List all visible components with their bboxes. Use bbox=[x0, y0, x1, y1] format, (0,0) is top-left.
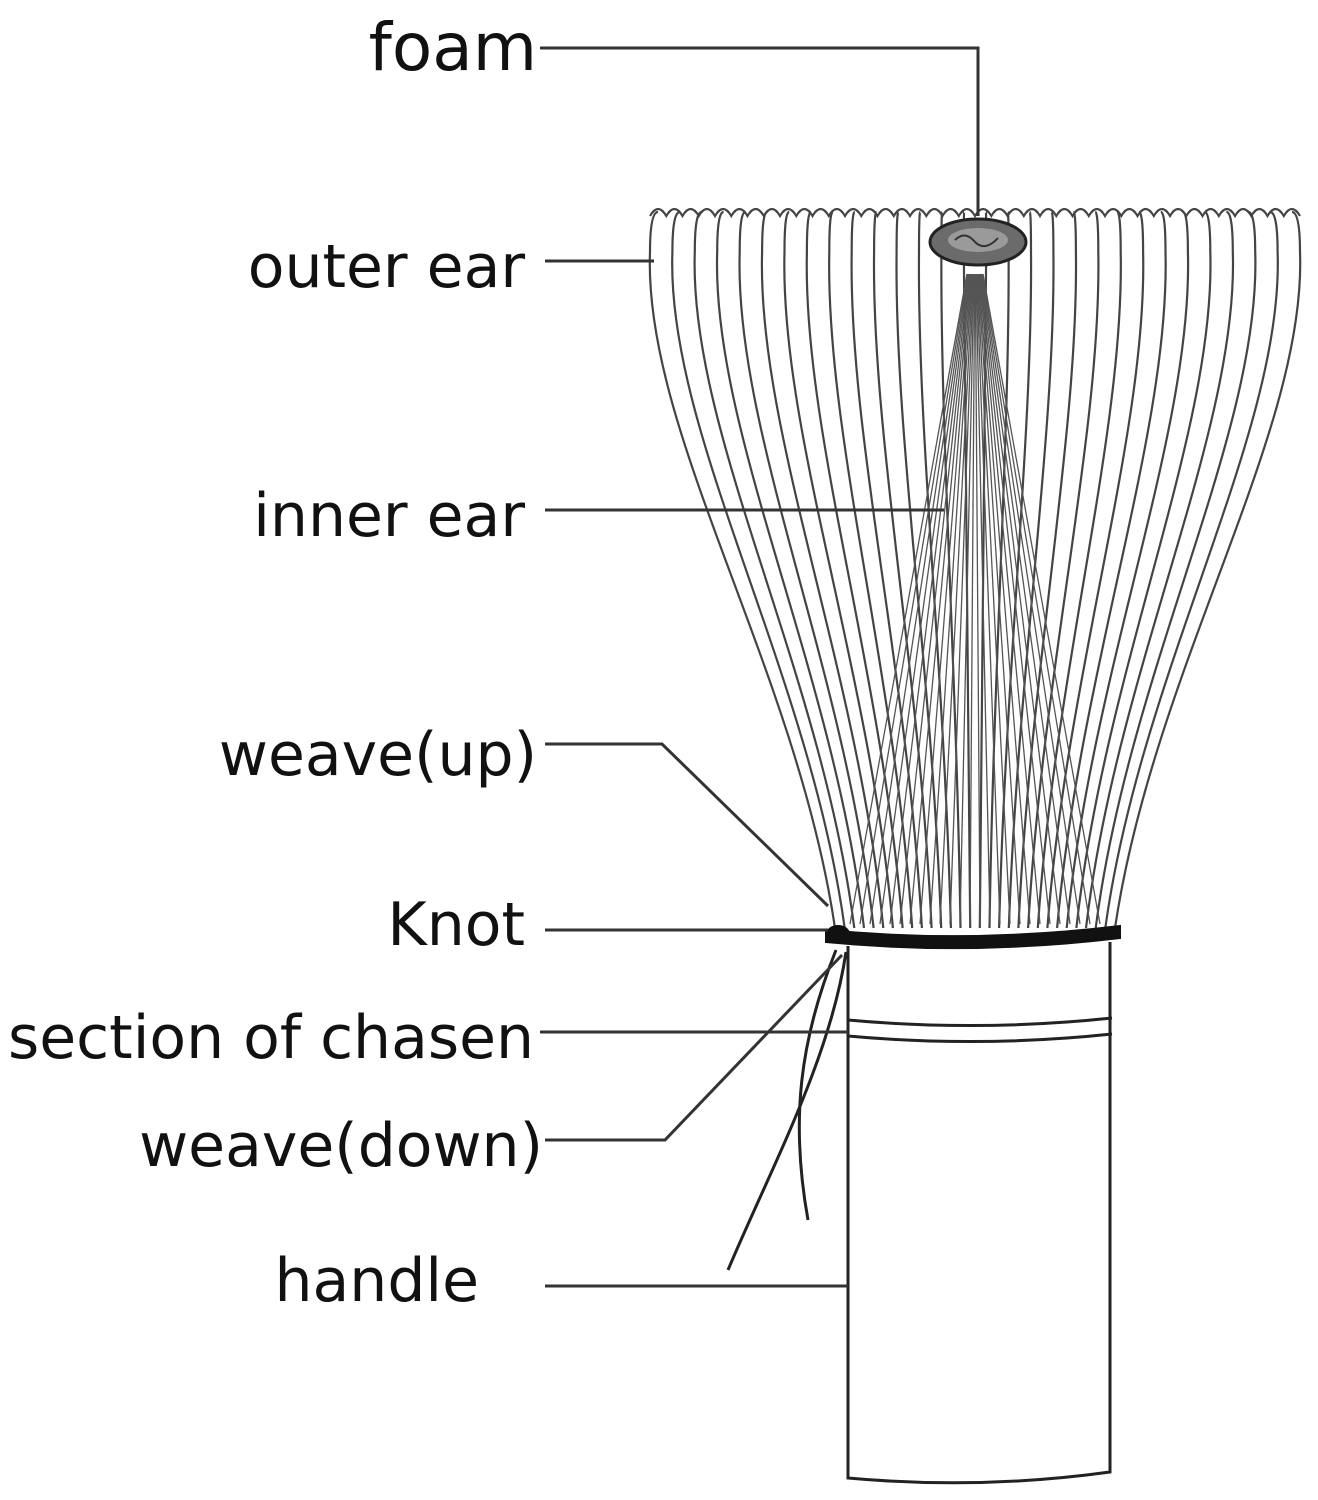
inner-tine bbox=[879, 273, 970, 925]
outer-tine bbox=[805, 210, 904, 929]
outer-tine bbox=[998, 210, 1033, 929]
outer-tine bbox=[1046, 210, 1145, 929]
inner-tine bbox=[976, 273, 1011, 925]
inner-tine bbox=[980, 273, 1071, 925]
weave-down-label: weave(down) bbox=[139, 1111, 543, 1181]
inner-tine bbox=[981, 273, 1091, 925]
inner-tine bbox=[975, 273, 1001, 925]
inner-tine bbox=[959, 273, 975, 925]
outer-tine bbox=[760, 210, 885, 929]
inner-tine bbox=[909, 273, 972, 925]
knot-label: Knot bbox=[387, 890, 525, 960]
inner-tine bbox=[969, 273, 976, 925]
inner-tine bbox=[949, 273, 975, 925]
foam-blob bbox=[928, 217, 1028, 267]
inner-tine bbox=[981, 273, 1081, 925]
outer-tine bbox=[1075, 210, 1212, 929]
weave-up-label: weave(up) bbox=[219, 720, 537, 790]
whisk-tines bbox=[648, 207, 1302, 929]
outer-tine bbox=[828, 210, 914, 929]
outer-tine bbox=[693, 210, 856, 929]
inner-tine bbox=[939, 273, 974, 925]
foam-leader bbox=[540, 46, 980, 216]
inner-tine bbox=[899, 273, 971, 925]
inner-tine bbox=[919, 273, 973, 925]
handle-body bbox=[846, 942, 1112, 1485]
inner-tine bbox=[977, 273, 1021, 925]
outer-tine bbox=[872, 210, 933, 929]
section-ring bbox=[847, 1016, 1113, 1044]
inner-tine bbox=[974, 273, 981, 925]
foam-label: foam bbox=[369, 9, 537, 86]
outer-tine bbox=[1084, 210, 1235, 929]
inner-tine bbox=[929, 273, 973, 925]
outer-tine bbox=[1094, 210, 1257, 929]
inner-tine bbox=[977, 273, 1031, 925]
inner-tine bbox=[978, 273, 1041, 925]
outer-tine bbox=[1017, 210, 1078, 929]
tine-top-curl bbox=[649, 207, 1301, 219]
knot-band bbox=[825, 924, 1121, 950]
section-label: section of chasen bbox=[8, 1003, 534, 1073]
inner-tine bbox=[889, 273, 971, 925]
weave-down-leader bbox=[545, 953, 844, 1142]
outer-tine bbox=[917, 210, 952, 929]
inner-tine bbox=[849, 273, 968, 925]
outer-ear-label: outer ear bbox=[248, 232, 526, 302]
outer-tine bbox=[715, 210, 866, 929]
outer-tine bbox=[1113, 210, 1302, 929]
outer-tine bbox=[783, 210, 894, 929]
inner-tine bbox=[869, 273, 969, 925]
weave-down-threads bbox=[726, 949, 848, 1271]
inner-tine bbox=[975, 273, 991, 925]
inner-tine bbox=[979, 273, 1061, 925]
inner-tine bbox=[982, 273, 1101, 925]
knot-end bbox=[826, 925, 850, 943]
outer-tine bbox=[1036, 210, 1122, 929]
outer-tine bbox=[738, 210, 875, 929]
weave-up-leader bbox=[545, 742, 830, 908]
outer-tine bbox=[648, 210, 837, 929]
inner-ear-label: inner ear bbox=[253, 481, 525, 551]
handle-label: handle bbox=[275, 1246, 480, 1316]
outer-tine bbox=[1065, 210, 1190, 929]
outer-tine bbox=[1056, 210, 1167, 929]
inner-tine bbox=[979, 273, 1051, 925]
outer-tine bbox=[1104, 210, 1279, 929]
outer-tine bbox=[671, 210, 846, 929]
inner-tine bbox=[859, 273, 969, 925]
